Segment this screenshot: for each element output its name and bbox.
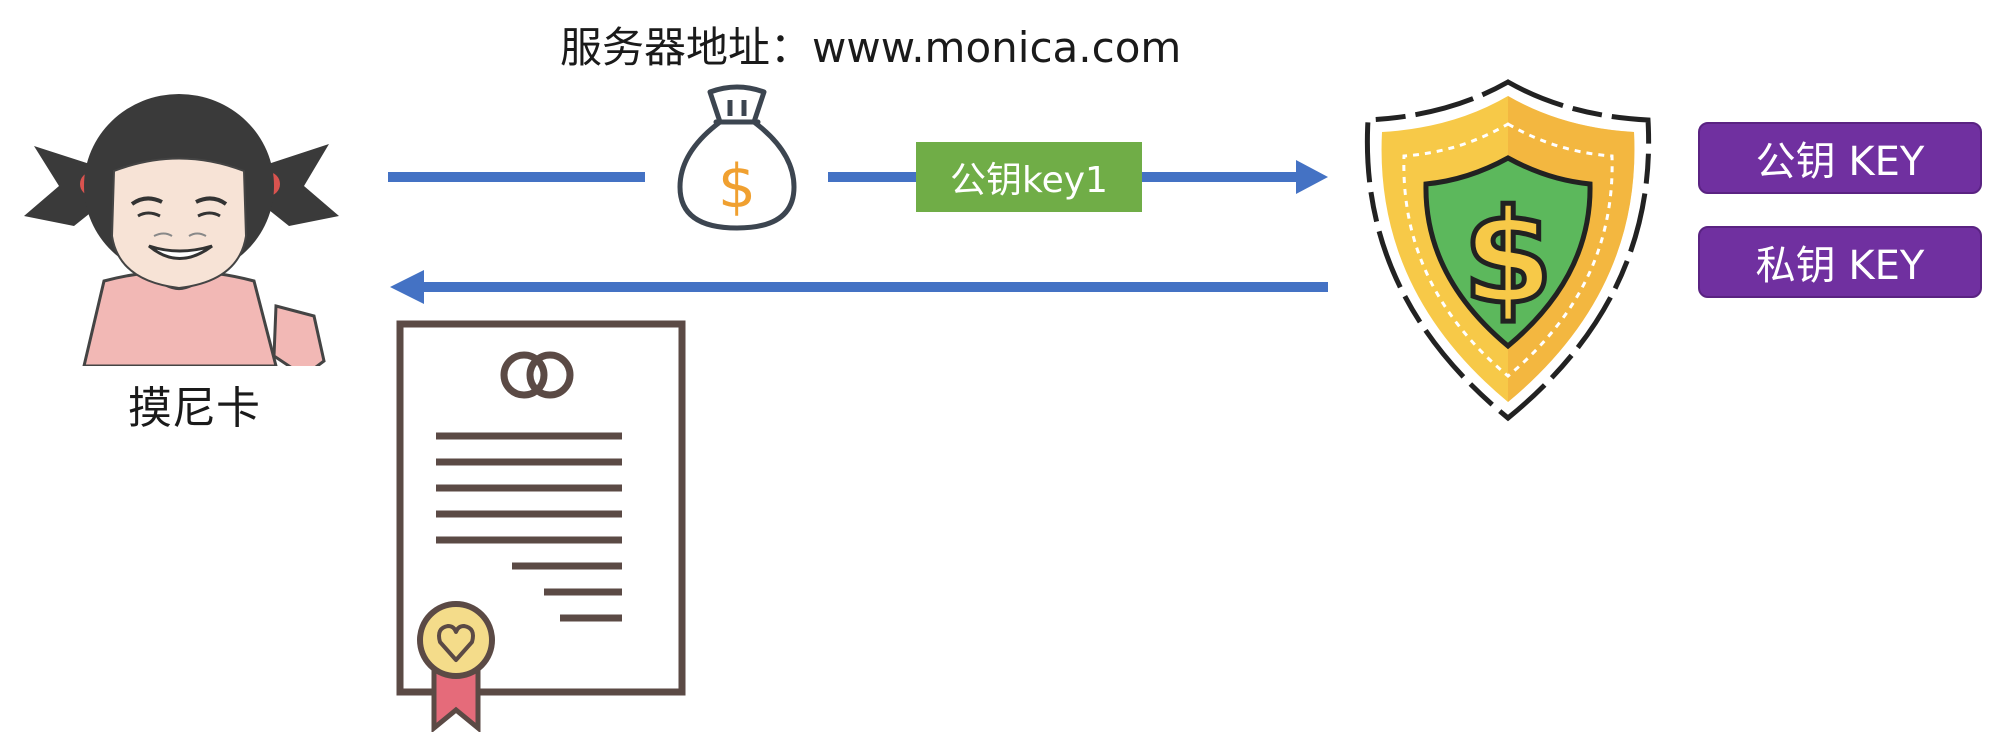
money-bag-icon: $ — [677, 84, 797, 231]
request-arrowhead — [1296, 160, 1328, 194]
public-key-badge: 公钥 KEY — [1698, 122, 1982, 194]
private-key-badge: 私钥 KEY — [1698, 226, 1982, 298]
public-key-transfer-label: 公钥key1 — [916, 142, 1142, 212]
girl-avatar-icon — [24, 94, 339, 366]
server-address-label: 服务器地址：www.monica.com — [560, 23, 1182, 72]
response-arrowhead — [390, 270, 424, 304]
shield-dollar-icon: $ — [1364, 79, 1652, 422]
user-name-label: 摸尼卡 — [128, 383, 260, 434]
certificate-icon — [396, 320, 686, 732]
svg-text:$: $ — [718, 152, 756, 222]
svg-text:$: $ — [1463, 181, 1553, 333]
